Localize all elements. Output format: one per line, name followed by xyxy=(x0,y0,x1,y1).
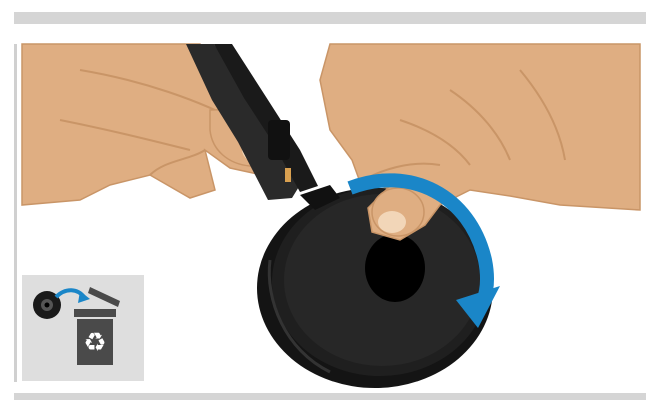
right-hand-icon xyxy=(320,44,640,240)
bottom-divider xyxy=(14,393,646,400)
dispose-arrow-icon xyxy=(56,290,90,303)
svg-text:♻: ♻ xyxy=(83,328,106,358)
recycle-icon: ♻ xyxy=(83,328,106,358)
dispose-inset: ♻ xyxy=(22,275,144,381)
